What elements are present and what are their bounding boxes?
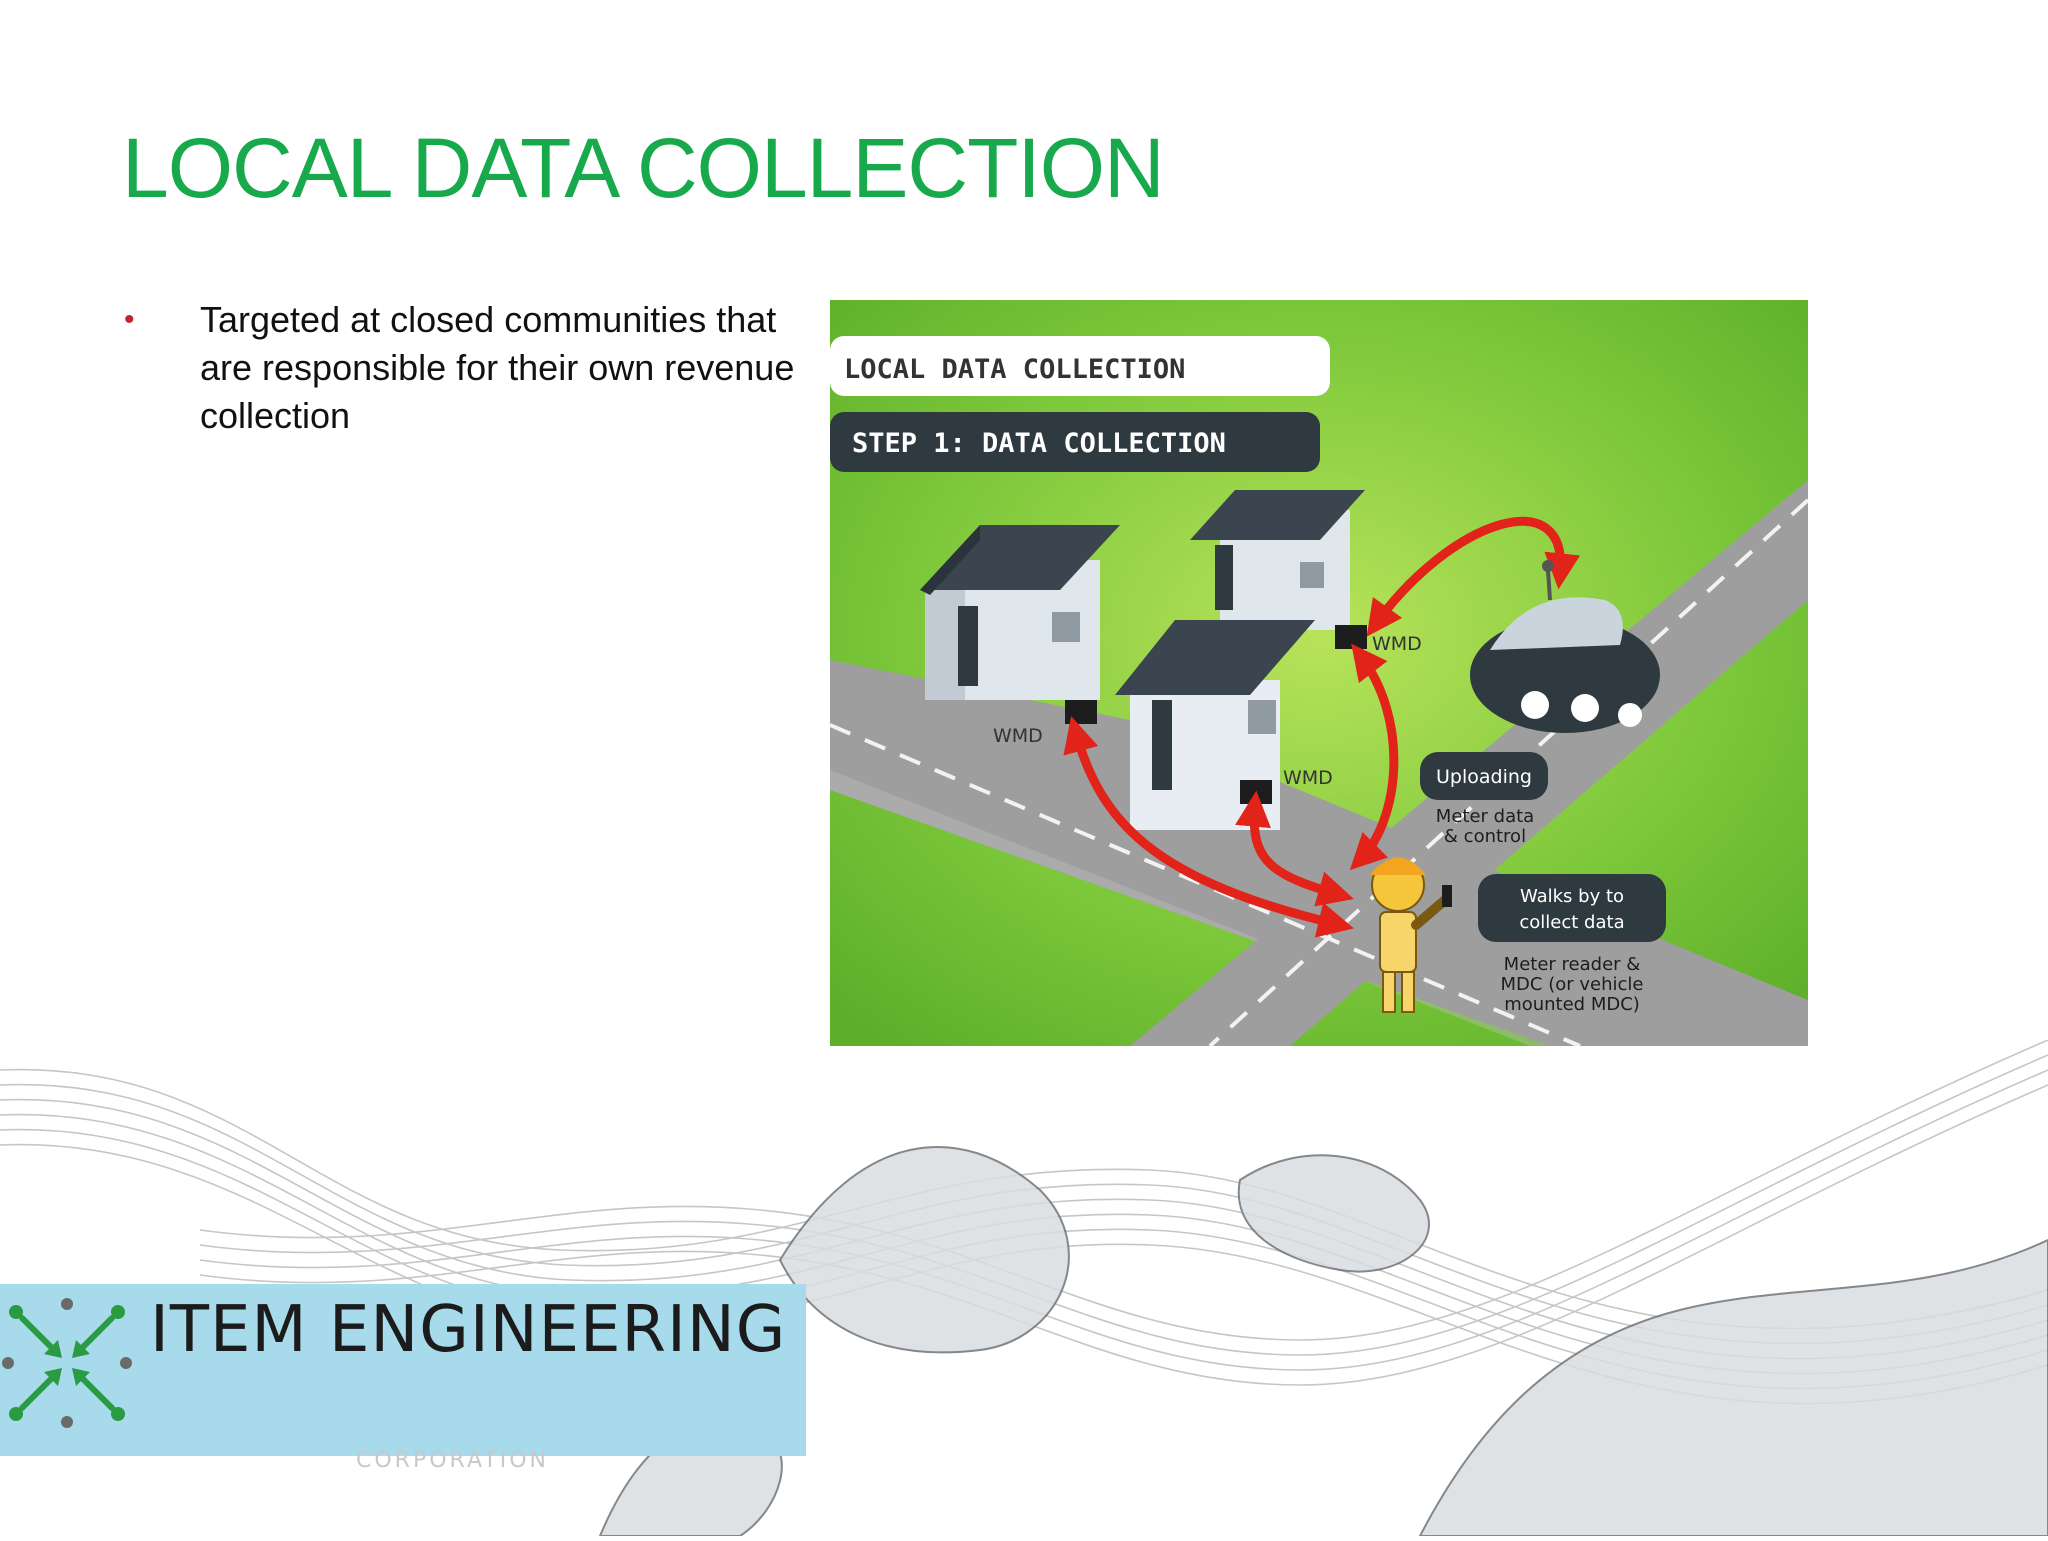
uploading-badge-label: Uploading xyxy=(1436,766,1532,788)
company-logo: ITEM ENGINEERING xyxy=(0,1284,806,1456)
device-label: WMD xyxy=(1372,633,1422,655)
meter-device xyxy=(1335,625,1367,649)
reader-caption: mounted MDC) xyxy=(1504,994,1640,1015)
logo-subtitle: CORPORATION xyxy=(356,1448,549,1473)
data-flow-arrows xyxy=(1063,516,1581,938)
uploading-caption: Meter data xyxy=(1436,806,1534,827)
house-icon xyxy=(920,525,1120,700)
logo-arrows-icon xyxy=(2,1298,132,1428)
data-collection-illustration: LOCAL DATA COLLECTION STEP 1: DATA COLLE… xyxy=(830,300,1808,1046)
bullet-list: • Targeted at closed communities that ar… xyxy=(120,296,800,440)
uploading-badge xyxy=(1420,752,1548,800)
walks-badge xyxy=(1478,874,1666,942)
bullet-item: • Targeted at closed communities that ar… xyxy=(120,296,800,440)
reader-caption: Meter reader & xyxy=(1504,954,1641,975)
slide-title: LOCAL DATA COLLECTION xyxy=(122,121,1165,215)
house-icon xyxy=(1190,490,1365,630)
step-label: STEP 1: DATA COLLECTION xyxy=(852,428,1226,459)
meter-device xyxy=(1065,700,1097,724)
header-banner xyxy=(830,336,1330,396)
header-label: LOCAL DATA COLLECTION xyxy=(844,354,1185,385)
bullet-text: Targeted at closed communities that are … xyxy=(200,299,795,436)
bullet-marker: • xyxy=(124,303,135,336)
step-banner xyxy=(830,412,1320,472)
water-wave-decoration xyxy=(0,1039,2048,1537)
reader-caption: MDC (or vehicle xyxy=(1501,974,1644,995)
logo-name: ITEM ENGINEERING xyxy=(150,1293,787,1367)
meter-reader-icon xyxy=(1370,857,1452,1013)
uploading-caption: & control xyxy=(1444,826,1526,847)
device-label: WMD xyxy=(993,725,1043,747)
vehicle-icon xyxy=(1470,560,1660,733)
device-label: WMD xyxy=(1283,767,1333,789)
walks-badge-label: Walks by to xyxy=(1520,886,1624,907)
walks-badge-label: collect data xyxy=(1519,912,1624,933)
